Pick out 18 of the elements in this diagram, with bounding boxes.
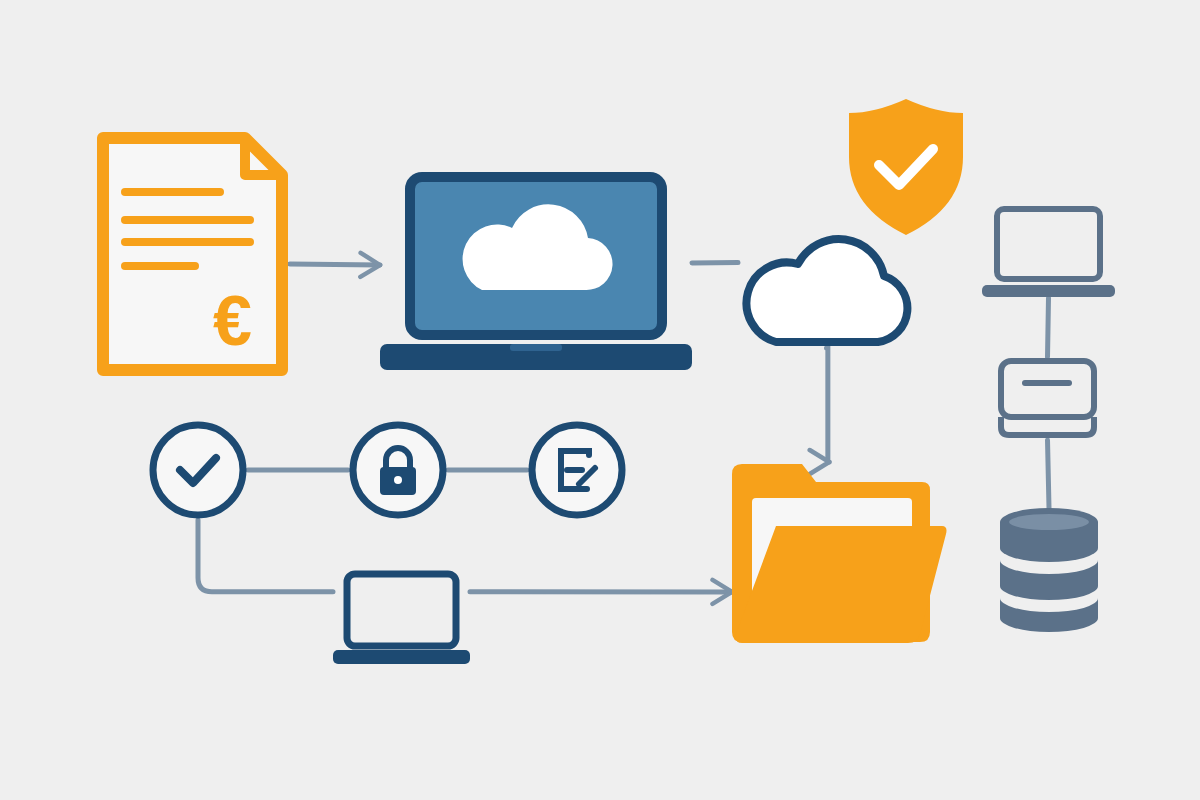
connector-line bbox=[689, 260, 741, 266]
edit-document-circle-icon bbox=[527, 420, 627, 520]
connector-line bbox=[195, 517, 336, 595]
laptop-icon bbox=[333, 570, 470, 665]
arrow bbox=[287, 250, 383, 280]
currency-symbol: € bbox=[213, 286, 252, 356]
checkmark-circle-icon bbox=[148, 420, 248, 520]
connector-line bbox=[245, 467, 351, 473]
connector-line bbox=[1045, 437, 1052, 511]
open-folder-icon bbox=[732, 462, 948, 645]
connector-line bbox=[445, 467, 530, 473]
laptop-cloud-icon bbox=[380, 172, 692, 370]
network-device-icon bbox=[997, 357, 1098, 440]
database-icon bbox=[1000, 508, 1098, 632]
connector-line bbox=[1045, 295, 1051, 360]
laptop-icon bbox=[982, 205, 1115, 298]
padlock-circle-icon bbox=[348, 420, 448, 520]
arrow bbox=[807, 345, 832, 477]
